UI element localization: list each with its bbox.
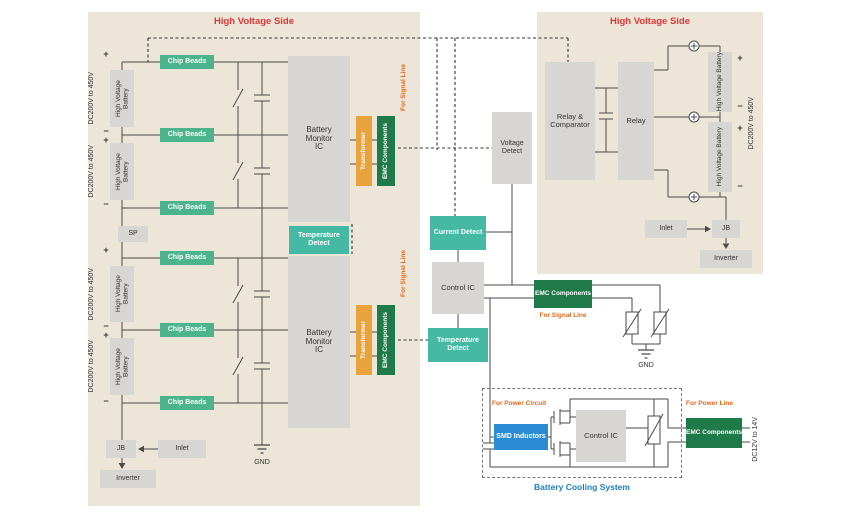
gnd-label-left: GND bbox=[254, 459, 270, 466]
battery-1-minus: − bbox=[103, 126, 109, 136]
gnd-symbol-middle bbox=[638, 349, 654, 359]
battery-3-minus: − bbox=[103, 321, 109, 331]
battery-voltage-label-right: DC200V to 450V bbox=[748, 96, 755, 150]
battery-1: High Voltage Battery bbox=[110, 70, 134, 127]
smd-inductors: SMD Inductors bbox=[494, 424, 548, 450]
emc-components-1: EMC Components bbox=[377, 116, 395, 186]
battery-monitor-ic-2: Battery Monitor IC bbox=[288, 256, 350, 428]
left-panel-title: High Voltage Side bbox=[213, 16, 295, 27]
varistor-symbols bbox=[622, 308, 670, 447]
cooling-title: Battery Cooling System bbox=[534, 482, 630, 492]
sp-box: SP bbox=[118, 226, 148, 242]
battery-2-minus: − bbox=[103, 199, 109, 209]
transformer-1: Transformer bbox=[356, 116, 372, 186]
battery-2-plus: + bbox=[103, 135, 109, 145]
inverter-box-right: Inverter bbox=[700, 250, 752, 268]
battery-2: High Voltage Battery bbox=[110, 143, 134, 200]
for-signal-line-label-3: For Signal Line bbox=[539, 312, 587, 319]
chip-beads-3: Chip Beads bbox=[160, 201, 214, 215]
battery-1-plus: + bbox=[103, 49, 109, 59]
battery-4-plus: + bbox=[103, 330, 109, 340]
chip-beads-5: Chip Beads bbox=[160, 323, 214, 337]
battery-3-plus: + bbox=[103, 245, 109, 255]
for-power-circuit-label: For Power Circuit bbox=[492, 400, 547, 407]
battery-right-2-plus: + bbox=[737, 123, 743, 133]
battery-voltage-label-2: DC200V to 450V bbox=[88, 144, 95, 198]
for-signal-line-label-2: For Signal Line bbox=[399, 249, 407, 297]
arrow-heads bbox=[118, 225, 730, 469]
inlet-box-right: Inlet bbox=[645, 220, 687, 238]
battery-4: High Voltage Battery bbox=[110, 338, 134, 395]
battery-voltage-label-3: DC200V to 450V bbox=[88, 267, 95, 321]
voltage-detect: Voltage Detect bbox=[492, 112, 532, 184]
chip-beads-6: Chip Beads bbox=[160, 396, 214, 410]
temperature-detect-main: Temperature Detect bbox=[428, 328, 488, 362]
cooling-system-box bbox=[482, 388, 682, 478]
battery-voltage-label-1: DC200V to 450V bbox=[88, 71, 95, 125]
transformer-2: Transformer bbox=[356, 305, 372, 375]
left-hv-panel bbox=[88, 12, 420, 506]
battery-monitor-ic-1: Battery Monitor IC bbox=[288, 56, 350, 222]
battery-4-minus: − bbox=[103, 396, 109, 406]
battery-right-1: High Voltage Battery bbox=[708, 52, 732, 112]
battery-voltage-label-4: DC200V to 450V bbox=[88, 339, 95, 393]
jb-box-left: JB bbox=[106, 440, 136, 458]
dc12v-label: DC12V to 14V bbox=[752, 416, 759, 462]
chip-beads-4: Chip Beads bbox=[160, 251, 214, 265]
chip-beads-2: Chip Beads bbox=[160, 128, 214, 142]
relay: Relay bbox=[618, 62, 654, 180]
battery-3: High Voltage Battery bbox=[110, 266, 134, 322]
temperature-detect-left: Temperature Detect bbox=[289, 226, 349, 254]
relay-comparator: Relay & Comparator bbox=[545, 62, 595, 180]
right-panel-title: High Voltage Side bbox=[609, 16, 691, 27]
jb-box-right: JB bbox=[712, 220, 740, 238]
battery-right-2-minus: − bbox=[737, 181, 743, 191]
battery-right-2: High Voltage Battery bbox=[708, 122, 732, 192]
dashed-signal-lines bbox=[147, 37, 569, 341]
control-ic-cooling: Control IC bbox=[576, 410, 626, 462]
terminal-circles bbox=[688, 40, 700, 203]
emc-components-2: EMC Components bbox=[377, 305, 395, 375]
gnd-label-middle: GND bbox=[638, 362, 654, 369]
for-power-line-label: For Power Line bbox=[686, 400, 733, 407]
for-signal-line-label-1: For Signal Line bbox=[399, 63, 407, 111]
inverter-box-left: Inverter bbox=[100, 470, 156, 488]
battery-right-1-minus: − bbox=[737, 101, 743, 111]
emc-components-signal: EMC Components bbox=[534, 280, 592, 308]
emc-components-power: EMC Components bbox=[686, 418, 742, 448]
control-ic-main: Control IC bbox=[432, 262, 484, 314]
battery-right-1-plus: + bbox=[737, 53, 743, 63]
chip-beads-1: Chip Beads bbox=[160, 55, 214, 69]
current-detect: Current Detect bbox=[430, 216, 486, 250]
gnd-symbol-left bbox=[254, 444, 270, 454]
inlet-box-left: Inlet bbox=[158, 440, 206, 458]
